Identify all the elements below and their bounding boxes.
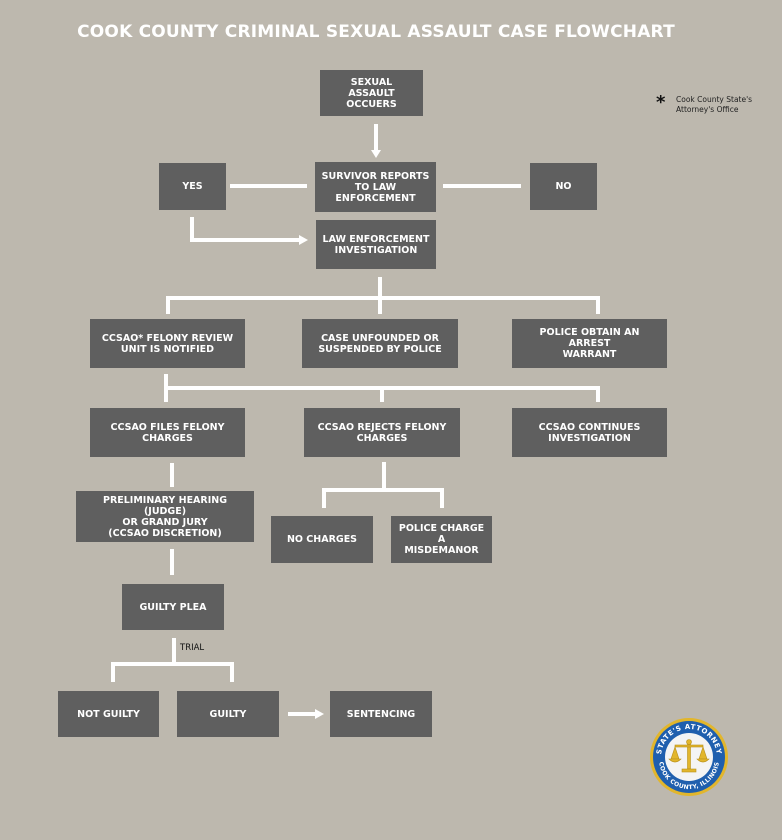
- box-preliminary-hearing: PRELIMINARY HEARING (JUDGE) OR GRAND JUR…: [76, 491, 254, 542]
- box-sentencing: SENTENCING: [330, 691, 432, 737]
- connector-plea-down: [172, 638, 176, 664]
- box-guilty-plea: GUILTY PLEA: [122, 584, 224, 630]
- connector-trial-bar: [111, 662, 234, 666]
- connector-report-to-yes: [230, 184, 307, 188]
- connector-files-to-hearing: [170, 463, 174, 487]
- connector-trial-left: [111, 662, 115, 682]
- legend-asterisk: *: [656, 92, 666, 113]
- connector-branch-2-right: [596, 386, 600, 402]
- connector-guilty-to-sentencing: [288, 712, 316, 716]
- box-guilty: GUILTY: [177, 691, 279, 737]
- box-ccsao-files: CCSAO FILES FELONY CHARGES: [90, 408, 245, 457]
- connector-branch-2-left: [164, 374, 168, 402]
- connector-report-to-no: [443, 184, 521, 188]
- arrowhead-right-icon: [315, 709, 324, 719]
- box-ccsao-rejects: CCSAO REJECTS FELONY CHARGES: [304, 408, 460, 457]
- box-survivor-reports: SURVIVOR REPORTS TO LAW ENFORCEMENT: [315, 162, 436, 212]
- box-case-unfounded: CASE UNFOUNDED OR SUSPENDED BY POLICE: [302, 319, 458, 368]
- box-police-arrest: POLICE OBTAIN AN ARREST WARRANT: [512, 319, 667, 368]
- connector-trial-right: [230, 662, 234, 682]
- connector-rejects-left: [322, 488, 326, 508]
- state-attorney-seal-icon: STATE'S ATTORNEY COOK COUNTY, ILLINOIS: [650, 718, 728, 796]
- connector-yes-right: [190, 238, 300, 242]
- legend-text: Cook County State's Attorney's Office: [676, 95, 753, 114]
- connector-rejects-bar: [322, 488, 444, 492]
- connector-branch-1-right: [596, 296, 600, 314]
- arrowhead-right-icon: [299, 235, 308, 245]
- connector-investigation-down: [378, 277, 382, 299]
- connector-rejects-down: [382, 462, 386, 490]
- box-no: NO: [530, 163, 597, 210]
- box-not-guilty: NOT GUILTY: [58, 691, 159, 737]
- box-ccsao-review: CCSAO* FELONY REVIEW UNIT IS NOTIFIED: [90, 319, 245, 368]
- connector-branch-1-left: [166, 296, 170, 314]
- box-law-enforcement: LAW ENFORCEMENT INVESTIGATION: [316, 220, 436, 269]
- box-yes: YES: [159, 163, 226, 210]
- box-misdemeanor: POLICE CHARGE A MISDEMANOR: [391, 516, 492, 563]
- box-sexual-assault: SEXUAL ASSAULT OCCUERS: [320, 70, 423, 116]
- connector-rejects-right: [440, 488, 444, 508]
- box-no-charges: NO CHARGES: [271, 516, 373, 563]
- arrowhead-down-icon: [371, 150, 381, 158]
- box-ccsao-continues: CCSAO CONTINUES INVESTIGATION: [512, 408, 667, 457]
- connector-assault-to-report: [374, 124, 378, 150]
- connector-hearing-to-plea: [170, 549, 174, 575]
- connector-yes-down: [190, 217, 194, 242]
- trial-label: TRIAL: [180, 643, 205, 653]
- connector-branch-bar-1: [166, 296, 600, 300]
- page-title: COOK COUNTY CRIMINAL SEXUAL ASSAULT CASE…: [77, 22, 675, 42]
- connector-branch-1-mid: [378, 296, 382, 314]
- connector-branch-2-mid: [380, 386, 384, 402]
